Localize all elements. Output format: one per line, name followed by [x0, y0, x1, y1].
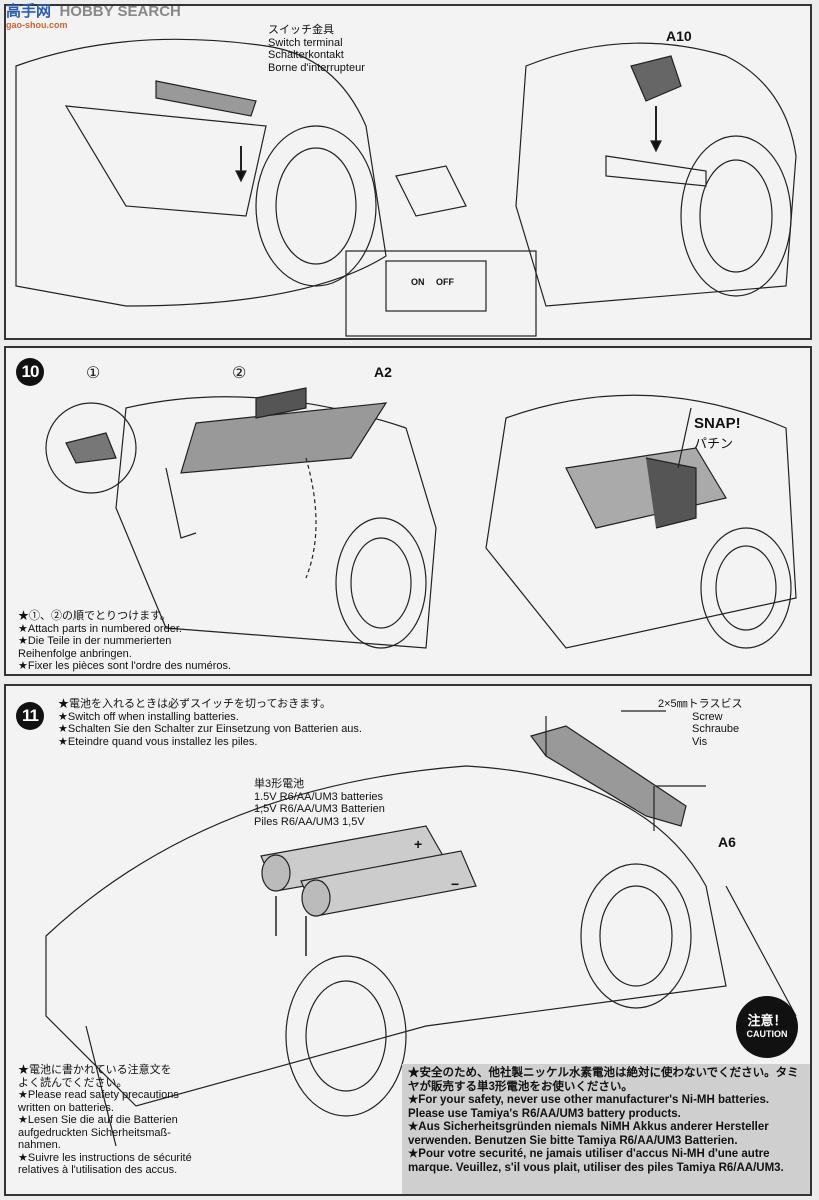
step-9-panel: スイッチ金具 Switch terminal Schalterkontakt B…: [4, 4, 812, 340]
caution-en: CAUTION: [746, 1029, 788, 1039]
label-jp: 2×5㎜トラスビス: [658, 698, 743, 710]
battery-minus-icon: −: [451, 876, 460, 892]
screw-label: 2×5㎜トラスビス Screw Schraube Vis: [658, 698, 742, 748]
note-line: ★①、②の順でとりつけます。: [18, 610, 172, 622]
snap-jp-label: パチン: [694, 436, 734, 451]
label-de: 1,5V R6/AA/UM3 Batterien: [254, 803, 385, 815]
label-en: Screw: [692, 710, 723, 723]
step-10-number: 10: [16, 358, 44, 386]
label-jp: スイッチ金具: [268, 24, 334, 36]
step-10-panel: 10 ① ② A2 SNAP! パチン ★①、②の順でとりつけます。 ★Atta…: [4, 346, 812, 676]
step-11-illustration: [45, 710, 797, 1147]
step-11-notes: ★電池を入れるときは必ずスイッチを切っておきます。 ★Switch off wh…: [58, 698, 362, 748]
part-a2-label: A2: [374, 364, 392, 380]
note-line: ★Eteindre quand vous installez les piles…: [58, 735, 258, 748]
watermark-brand: HOBBY SEARCH: [59, 3, 181, 20]
part-a10-label: A10: [666, 28, 692, 44]
note-line: aufgedruckten Sicherheitsmaß-: [18, 1126, 171, 1139]
note-line: ★Schalten Sie den Schalter zur Einsetzun…: [58, 723, 362, 735]
label-jp: 単3形電池: [254, 778, 305, 790]
label-fr: Vis: [692, 735, 708, 748]
order-2-marker: ②: [232, 365, 247, 382]
label-en: 1.5V R6/AA/UM3 batteries: [254, 790, 384, 803]
note-line: ★電池を入れるときは必ずスイッチを切っておきます。: [58, 698, 332, 710]
note-line: written on batteries.: [18, 1101, 114, 1114]
step-10-notes: ★①、②の順でとりつけます。 ★Attach parts in numbered…: [18, 610, 231, 673]
note-line: ★Please read safety precautions: [18, 1089, 179, 1101]
battery-label: 単3形電池 1.5V R6/AA/UM3 batteries 1,5V R6/A…: [254, 778, 385, 828]
switch-off-label: OFF: [436, 277, 454, 287]
label-en: Switch terminal: [268, 36, 343, 49]
step-10-illustration: [45, 387, 797, 649]
label-de: Schraube: [692, 723, 740, 735]
order-1-marker: ①: [86, 365, 101, 382]
note-line: ★Die Teile in der nummerierten: [18, 635, 172, 647]
ni-mh-warning-box: ★安全のため、他社製ニッケル水素電池は絶対に使わないでください。タミヤが販売する…: [402, 1064, 810, 1194]
label-de: Schalterkontakt: [268, 49, 344, 61]
note-line: relatives à l'utilisation des accus.: [18, 1164, 178, 1176]
note-line: ★電池に書かれている注意文を: [18, 1064, 172, 1076]
step-9-illustration: [15, 38, 797, 337]
note-line: ★Switch off when installing batteries.: [58, 710, 239, 723]
battery-notes: ★電池に書かれている注意文を よく読んでください。 ★Please read s…: [18, 1064, 192, 1177]
step-11-number: 11: [16, 702, 44, 730]
caution-jp: 注意！: [747, 1013, 787, 1028]
note-line: ★Suivre les instructions de sécurité: [18, 1151, 192, 1164]
warning-fr: ★Pour votre securité, ne jamais utiliser…: [408, 1148, 784, 1174]
note-line: Reihenfolge anbringen.: [18, 647, 132, 660]
step-11-panel: 11 ★電池を入れるときは必ずスイッチを切っておきます。 ★Switch off…: [4, 684, 812, 1196]
watermark-url: gao-shou.com: [6, 20, 68, 30]
label-fr: Borne d'interrupteur: [268, 61, 365, 74]
caution-badge: 注意！ CAUTION: [736, 996, 798, 1058]
snap-label: SNAP!: [694, 415, 741, 432]
switch-terminal-label: スイッチ金具 Switch terminal Schalterkontakt B…: [268, 24, 365, 74]
label-fr: Piles R6/AA/UM3 1,5V: [254, 815, 365, 828]
watermark-cn: 高手网: [6, 3, 52, 20]
switch-on-label: ON: [411, 277, 425, 287]
warning-de: ★Aus Sicherheitsgründen niemals NiMH Akk…: [408, 1121, 769, 1147]
note-line: ★Fixer les pièces sont l'ordre des numér…: [18, 660, 232, 672]
warning-jp: ★安全のため、他社製ニッケル水素電池は絶対に使わないでください。タミヤが販売する…: [408, 1067, 799, 1093]
warning-en: ★For your safety, never use other manufa…: [408, 1094, 770, 1120]
note-line: nahmen.: [18, 1139, 61, 1151]
part-a6-label: A6: [718, 834, 736, 850]
note-line: ★Attach parts in numbered order.: [18, 622, 182, 635]
battery-plus-icon: +: [414, 836, 423, 852]
note-line: よく読んでください。: [18, 1076, 128, 1089]
note-line: ★Lesen Sie die auf die Batterien: [18, 1114, 178, 1126]
watermark-logo: 高手网 HOBBY SEARCH gao-shou.com: [6, 4, 181, 31]
